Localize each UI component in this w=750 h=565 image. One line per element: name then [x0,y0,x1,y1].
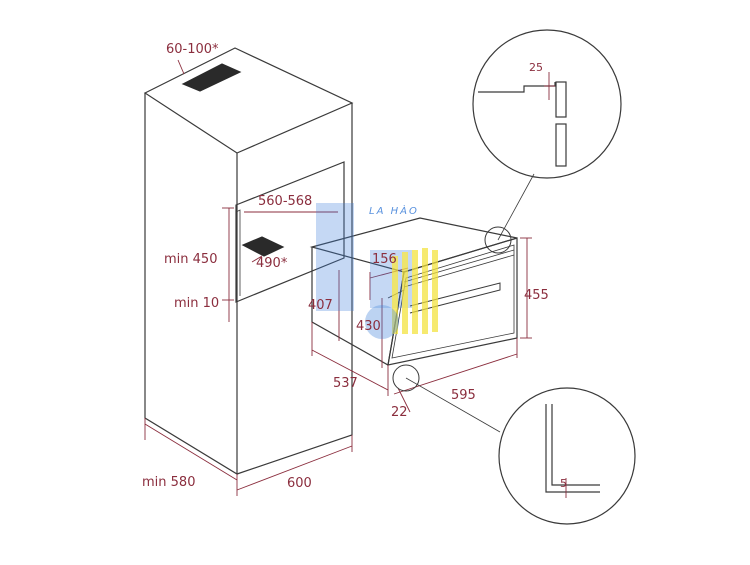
cabinet-left-side [144,93,238,476]
label-detail-bottom: 5 [560,477,567,490]
cabinet-dimension-lines [144,59,353,496]
detail-circle-bottom [498,387,636,525]
label-niche-height: min 450 [164,252,217,267]
control-strip-line [403,249,515,283]
dim-537-line [311,349,389,391]
dimension-labels: 60-100* 560-568 min 450 min 10 490* min … [142,42,567,491]
label-front-offset: 22 [391,405,408,420]
label-niche-depth: 490* [256,256,288,271]
detail-top-panel-lower [555,123,567,167]
niche-depth-arrow [251,255,263,263]
label-cabinet-depth: min 580 [142,475,195,490]
label-oven-depth: 537 [333,376,358,391]
watermark: LA HÀO [316,203,438,339]
detail-bottom-marker [392,364,420,392]
label-oven-body-height: 407 [308,298,333,313]
detail-top [472,29,622,254]
label-oven-height: 455 [524,288,549,303]
detail-top-profile [478,82,556,93]
lamp-logo-icon [316,203,438,339]
vent-arrow [177,59,185,75]
label-vent: 60-100* [166,42,219,57]
label-gap: min 10 [174,296,219,311]
detail-top-marker [484,226,512,254]
niche-vent-slot [241,236,285,257]
label-cabinet-width: 600 [287,476,312,491]
cabinet-top [143,47,354,154]
detail-bottom [392,364,636,525]
cabinet-width-line [236,445,353,491]
dim-22-line [397,387,411,413]
niche-inner-edge [235,209,241,296]
label-oven-width: 595 [451,388,476,403]
detail-top-leader [497,173,535,241]
detail-bottom-profile [545,404,600,493]
vent-slot [181,63,242,92]
detail-bottom-leader [405,377,501,433]
control-strip-line-2 [403,254,515,288]
label-detail-top: 25 [529,61,543,74]
detail-circle-top [472,29,622,179]
watermark-text: LA HÀO [369,204,419,217]
dim-156-line [369,267,409,279]
detail-top-panel [555,81,567,118]
label-oven-front-height: 430 [356,319,381,334]
detail-bottom-profile-inner [551,404,600,486]
cabinet-depth-line [144,423,238,481]
oven-handle [409,282,501,314]
label-niche-width: 560-568 [258,194,312,209]
niche-opening [235,161,345,303]
label-oven-inner: 156 [372,252,397,267]
